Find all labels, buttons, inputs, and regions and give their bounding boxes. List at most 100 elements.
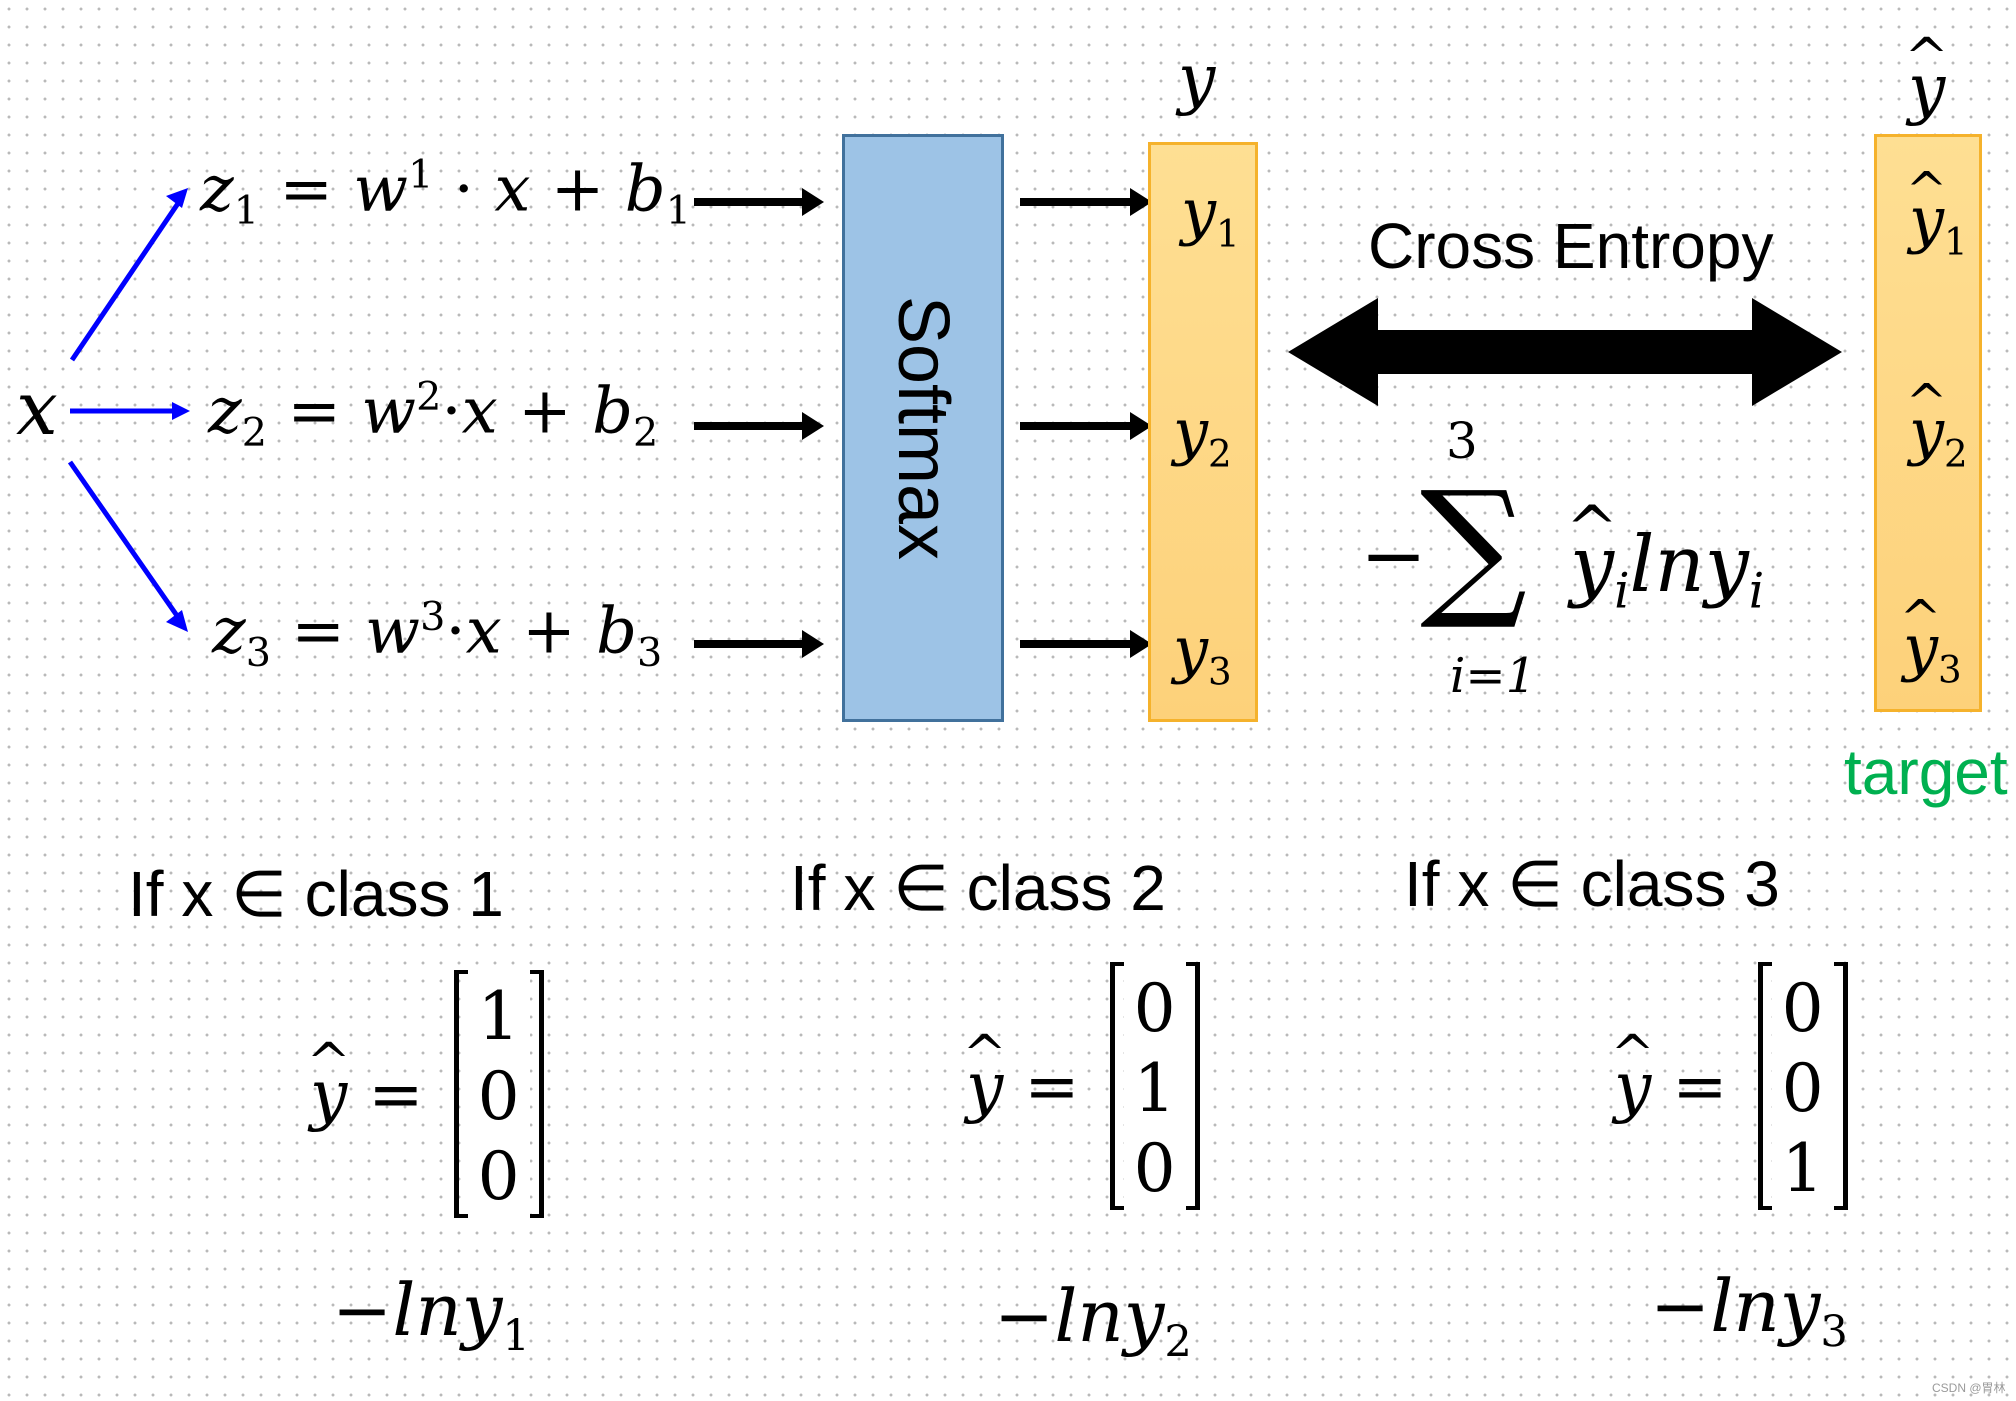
eq-z2-z-sub: 2 [241, 410, 267, 457]
class1-matrix-cell-1: 1 [477, 978, 520, 1055]
class3-loss-sub: 3 [1820, 1307, 1848, 1358]
eq-z2-x: x [461, 374, 498, 449]
target-y3-sub: 3 [1938, 647, 1962, 692]
output-y2: y2 [1173, 395, 1232, 475]
equation-z1: z1 = w1 · x + b1 [200, 155, 691, 235]
class1-matrix-cell-2: 0 [477, 1058, 520, 1135]
class3-loss: −lny3 [1650, 1270, 1848, 1355]
sum-lower-limit: i=1 [1450, 648, 1537, 704]
arrow-softmax-y3-shaft [1020, 640, 1132, 648]
watermark: CSDN @胃林 [1932, 1381, 2006, 1395]
arrow-z1-softmax-shaft [694, 198, 804, 206]
arrows-out-of-softmax [1020, 188, 1152, 658]
output-vector-header: y [1178, 40, 1216, 117]
eq-z1-w-sup: 1 [408, 152, 434, 198]
class2-target-equation: y = 0 1 0 [966, 960, 1200, 1212]
arrow-softmax-y2-head [1130, 412, 1152, 440]
class3-loss-text: −lny [1650, 1264, 1821, 1348]
class3-matrix-cell-1: 0 [1781, 970, 1824, 1047]
class1-matrix-gap [467, 968, 530, 1220]
cross-entropy-label: Cross Entropy [1368, 210, 1774, 282]
equation-z2: z2 = w2·x + b2 [208, 377, 659, 457]
eq-z1-w: w [353, 152, 409, 227]
output-y3: y3 [1173, 613, 1232, 693]
arrow-head-z3 [166, 610, 188, 632]
class1-lhs-yhat: y [310, 1056, 347, 1133]
target-y1-sub: 1 [1944, 219, 1968, 264]
class3-matrix-cell-2: 0 [1781, 1050, 1824, 1127]
class1-matrix: 1 0 0 [453, 968, 544, 1220]
eq-z3-dot: · [445, 594, 466, 669]
eq-z3-z-sub: 3 [245, 630, 271, 677]
arrow-z3-softmax-shaft [694, 640, 804, 648]
eq-z1-plus: + [530, 152, 625, 227]
cross-entropy-formula: 3 − ∑ i=1 yilnyi [1360, 416, 1820, 706]
arrow-head-z2 [172, 402, 190, 420]
sum-minus: − [1360, 509, 1428, 602]
arrow-softmax-y3-head [1130, 630, 1152, 658]
eq-z1-b-sub: 1 [665, 188, 691, 235]
class3-matrix-cell-3: 1 [1781, 1130, 1824, 1207]
sum-upper-limit: 3 [1446, 412, 1478, 470]
eq-z3-w: w [365, 594, 421, 669]
target-vector-box: y1 y2 y3 [1874, 134, 1982, 712]
class2-matrix-cell-1: 0 [1133, 970, 1176, 1047]
class3-lhs: y = [1614, 1048, 1728, 1125]
arrow-z3-softmax-head [802, 630, 824, 658]
sum-term-yhat-sub: i [1614, 563, 1630, 620]
class2-lhs-yhat: y [966, 1048, 1003, 1125]
eq-z2-w: w [361, 374, 417, 449]
class3-lhs-yhat: y [1614, 1048, 1651, 1125]
class1-loss-sub: 1 [502, 1311, 530, 1362]
output-y3-sym: y [1173, 613, 1209, 686]
class2-matrix: 0 1 0 [1109, 960, 1200, 1212]
class3-matrix: 0 0 1 [1757, 960, 1848, 1212]
target-y1-sym: y [1909, 183, 1944, 256]
softmax-label: Softmax [883, 295, 963, 561]
target-y2-sym: y [1909, 395, 1944, 468]
target-y2: y2 [1909, 395, 1968, 475]
sum-term-ln: lny [1629, 520, 1749, 610]
eq-z2-equals: = [266, 374, 362, 449]
eq-z2-b-sub: 2 [633, 410, 659, 457]
class1-equals: = [347, 1055, 424, 1133]
class1-condition: If x ∈ class 1 [128, 858, 504, 930]
eq-z3-z: z [212, 594, 246, 669]
input-x: x [16, 366, 58, 452]
eq-z3-b: b [596, 594, 638, 669]
target-y1: y1 [1909, 183, 1968, 263]
eq-z1-dot: · [433, 152, 495, 227]
target-vector-header: y [1908, 56, 1945, 122]
sum-term-ln-sub: i [1748, 563, 1765, 620]
sum-term: yilnyi [1570, 526, 1764, 616]
class3-condition: If x ∈ class 3 [1404, 848, 1780, 920]
eq-z1-z: z [200, 152, 234, 227]
target-y3-sym: y [1903, 611, 1938, 684]
eq-z1-equals: = [258, 152, 354, 227]
arrow-x-to-z3 [67, 460, 183, 622]
blue-input-arrows [67, 188, 190, 632]
eq-z3-plus: + [501, 594, 597, 669]
class1-lhs: y = [310, 1056, 424, 1133]
output-y1-sym: y [1181, 175, 1217, 248]
output-y1: y1 [1181, 175, 1240, 255]
target-y3: y3 [1903, 611, 1962, 691]
eq-z2-plus: + [497, 374, 593, 449]
class2-loss-sub: 2 [1164, 1317, 1192, 1368]
eq-z2-z: z [208, 374, 242, 449]
eq-z2-dot: · [441, 374, 462, 449]
class2-matrix-cell-3: 0 [1133, 1130, 1176, 1207]
target-label: target [1844, 736, 2008, 808]
eq-z1-z-sub: 1 [233, 188, 259, 235]
arrow-softmax-y1-shaft [1020, 198, 1132, 206]
output-y3-sub: 3 [1208, 649, 1232, 694]
arrow-softmax-y2-shaft [1020, 422, 1132, 430]
arrow-softmax-y1-head [1130, 188, 1152, 216]
output-y2-sub: 2 [1208, 431, 1232, 476]
sum-sigma: ∑ [1420, 460, 1528, 634]
class1-loss-text: −lny [332, 1268, 503, 1352]
eq-z2-b: b [592, 374, 634, 449]
eq-z3-equals: = [270, 594, 366, 669]
class1-matrix-cell-3: 0 [477, 1138, 520, 1215]
